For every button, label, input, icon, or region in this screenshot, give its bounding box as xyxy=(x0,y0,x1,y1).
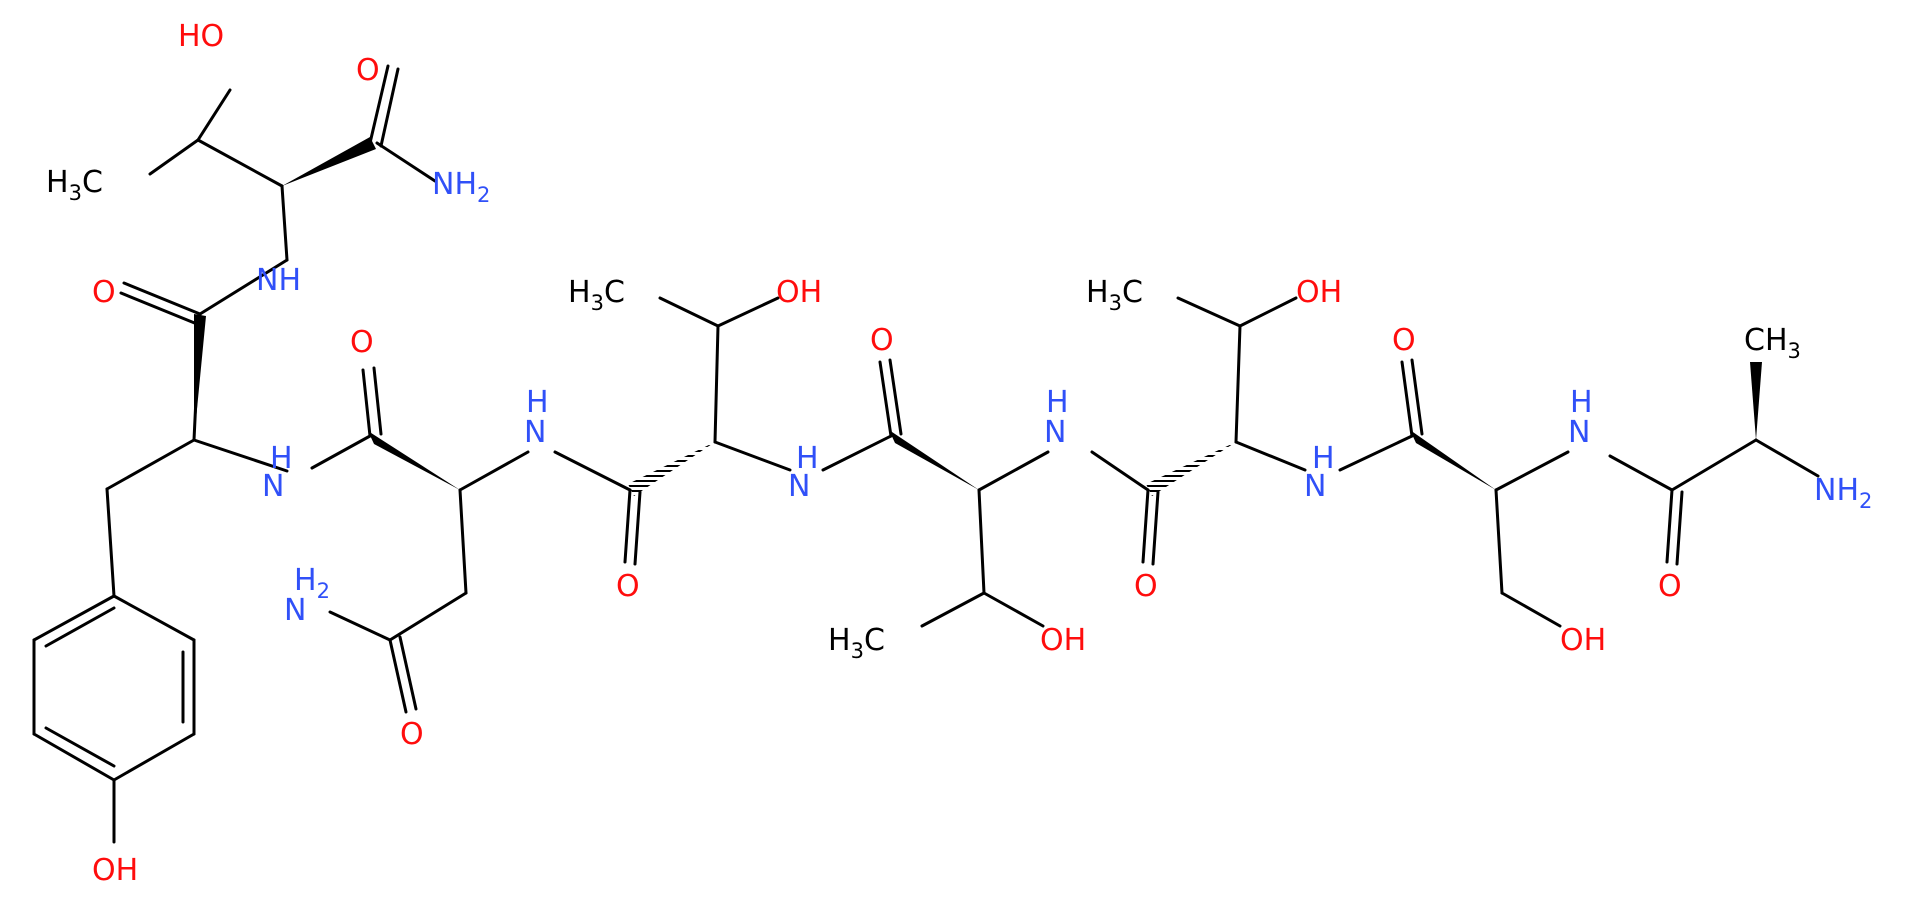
o-label: O xyxy=(400,717,424,752)
oh-label: OH xyxy=(776,275,822,310)
o-label: O xyxy=(356,53,380,88)
o-label: O xyxy=(1658,569,1682,604)
h2n-label: N xyxy=(284,593,306,628)
o-label: O xyxy=(350,325,374,360)
ch3-label: CH3 xyxy=(1744,323,1801,363)
n-label: N xyxy=(1044,415,1066,450)
stereo-bonds xyxy=(194,137,1762,496)
nh-label: H xyxy=(1046,385,1069,420)
o-label: O xyxy=(92,275,116,310)
wedge-ser xyxy=(1410,430,1496,490)
wedge-tyr xyxy=(194,314,206,440)
o-label: O xyxy=(870,323,894,358)
oh-label: OH xyxy=(92,853,138,888)
h3c-label: H3C xyxy=(568,275,625,315)
atom-labels: HO H3C O NH2 NH O N H OH O N H2 O H N O … xyxy=(46,19,1872,888)
oh-label: OH xyxy=(1296,275,1342,310)
o-label: O xyxy=(1392,323,1416,358)
nh-label: H xyxy=(1570,385,1593,420)
oh-label: OH xyxy=(1040,623,1086,658)
nh-label: NH xyxy=(256,263,301,298)
h2-label: H2 xyxy=(294,563,330,603)
nh2-label: NH2 xyxy=(1814,473,1872,513)
n-label: N xyxy=(524,415,546,450)
h-label: H xyxy=(270,441,293,476)
bonds xyxy=(32,64,1820,844)
nh-label: N xyxy=(262,469,284,504)
nh2-label: NH2 xyxy=(432,167,490,207)
oh-label: OH xyxy=(1560,623,1606,658)
h3c-label: H3C xyxy=(46,165,103,205)
n-label: N xyxy=(1568,415,1590,450)
h3c-label: H3C xyxy=(828,623,885,663)
h3c-label: H3C xyxy=(1086,275,1143,315)
nh-label: N xyxy=(788,469,810,504)
o-label: O xyxy=(616,569,640,604)
h-label: H xyxy=(1312,441,1335,476)
o-label: O xyxy=(1134,569,1158,604)
ho-label: HO xyxy=(178,19,224,54)
h-label: H xyxy=(796,441,819,476)
hash-thr4 xyxy=(1146,442,1236,496)
nh-label: N xyxy=(1304,469,1326,504)
wedge-ala xyxy=(1750,362,1762,440)
wedge-asn xyxy=(368,431,460,490)
wedge-thr1 xyxy=(282,137,376,186)
hash-thr2 xyxy=(628,442,715,496)
nh-label: H xyxy=(526,385,549,420)
wedge-thr3 xyxy=(889,430,979,490)
